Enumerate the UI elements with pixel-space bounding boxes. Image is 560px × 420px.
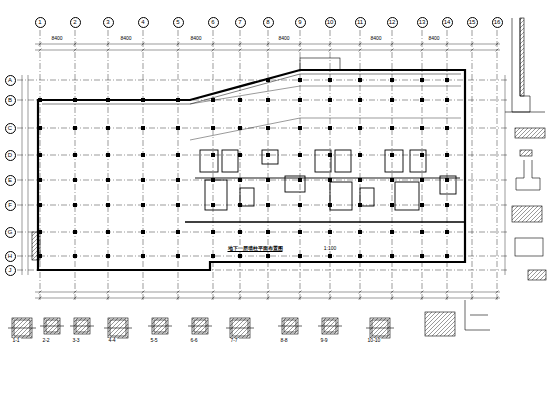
axis-bubble: 8 [263,17,274,28]
axis-number: J [9,267,12,273]
dimension-lines [22,43,505,300]
axis-grid [17,30,508,300]
wall-section-details [505,18,546,280]
detail-label: 2-2 [41,338,50,343]
axis-bubble: B [5,95,16,106]
axis-number: 1 [38,19,41,25]
axis-bubble: F [5,200,16,211]
axis-bubble: E [5,175,16,186]
axis-bubble: 4 [138,17,149,28]
axis-bubble: 9 [295,17,306,28]
axis-bubble: J [5,265,16,276]
detail-label: 10-10 [367,338,382,343]
axis-number: 10 [327,19,334,25]
axis-bubble: 15 [467,17,478,28]
axis-number: 12 [389,19,396,25]
axis-bubble: 14 [442,17,453,28]
axis-bubble: G [5,227,16,238]
detail-label: 8-8 [279,338,288,343]
slope-line [190,86,461,104]
axis-number: 4 [141,19,144,25]
drawing-title: 1:100 [323,246,338,251]
axis-number: F [8,202,12,208]
dimension-text: 8400 [277,36,290,41]
axis-number: 8 [266,19,269,25]
detail-label: 4-4 [107,338,116,343]
residential-core [195,150,460,210]
axis-number: 11 [357,19,363,25]
detail-label: 1-1 [11,338,20,343]
axis-number: 9 [298,19,301,25]
axis-bubble: 2 [70,17,81,28]
dimension-text: 8400 [427,36,440,41]
detail-label: 7-7 [229,338,238,343]
axis-number: G [8,229,13,235]
axis-number: 2 [73,19,76,25]
axis-bubble: 13 [417,17,428,28]
axis-bubble: 3 [103,17,114,28]
axis-bubble: A [5,75,16,86]
axis-number: H [8,253,12,259]
axis-number: 14 [444,19,451,25]
axis-number: 15 [469,19,476,25]
inner-wall-line [42,74,461,104]
axis-number: 3 [106,19,109,25]
axis-number: 7 [238,19,241,25]
axis-bubble: 7 [235,17,246,28]
dimension-text: 8400 [369,36,382,41]
dimension-text: 8400 [119,36,132,41]
axis-bubble: 5 [173,17,184,28]
detail-label: 6-6 [189,338,198,343]
entrance-ramp [300,58,340,70]
axis-bubble: 10 [325,17,336,28]
dimension-text: 8400 [50,36,63,41]
column-section-details [8,300,490,338]
axis-bubble: 11 [355,17,366,28]
column-marks [38,78,449,258]
wall-line [185,221,465,222]
basement-outline [38,70,465,270]
axis-number: B [8,97,12,103]
axis-number: E [8,177,12,183]
axis-number: 5 [176,19,179,25]
dimension-text: 8400 [189,36,202,41]
axis-bubble: 1 [35,17,46,28]
axis-number: 13 [419,19,426,25]
axis-bubble: 12 [387,17,398,28]
axis-number: D [8,152,12,158]
axis-bubble: D [5,150,16,161]
detail-label: 9-9 [319,338,328,343]
axis-bubble: C [5,123,16,134]
axis-bubble: H [5,251,16,262]
drawing-title: 地下一层墙柱平面布置图 [227,246,284,251]
axis-bubble: 16 [492,17,503,28]
slope-line [190,118,461,140]
axis-number: A [8,77,12,83]
axis-number: C [8,125,12,131]
detail-label: 3-3 [71,338,80,343]
axis-bubble: 6 [208,17,219,28]
axis-number: 16 [494,19,501,25]
detail-label: 5-5 [149,338,158,343]
axis-number: 6 [211,19,214,25]
